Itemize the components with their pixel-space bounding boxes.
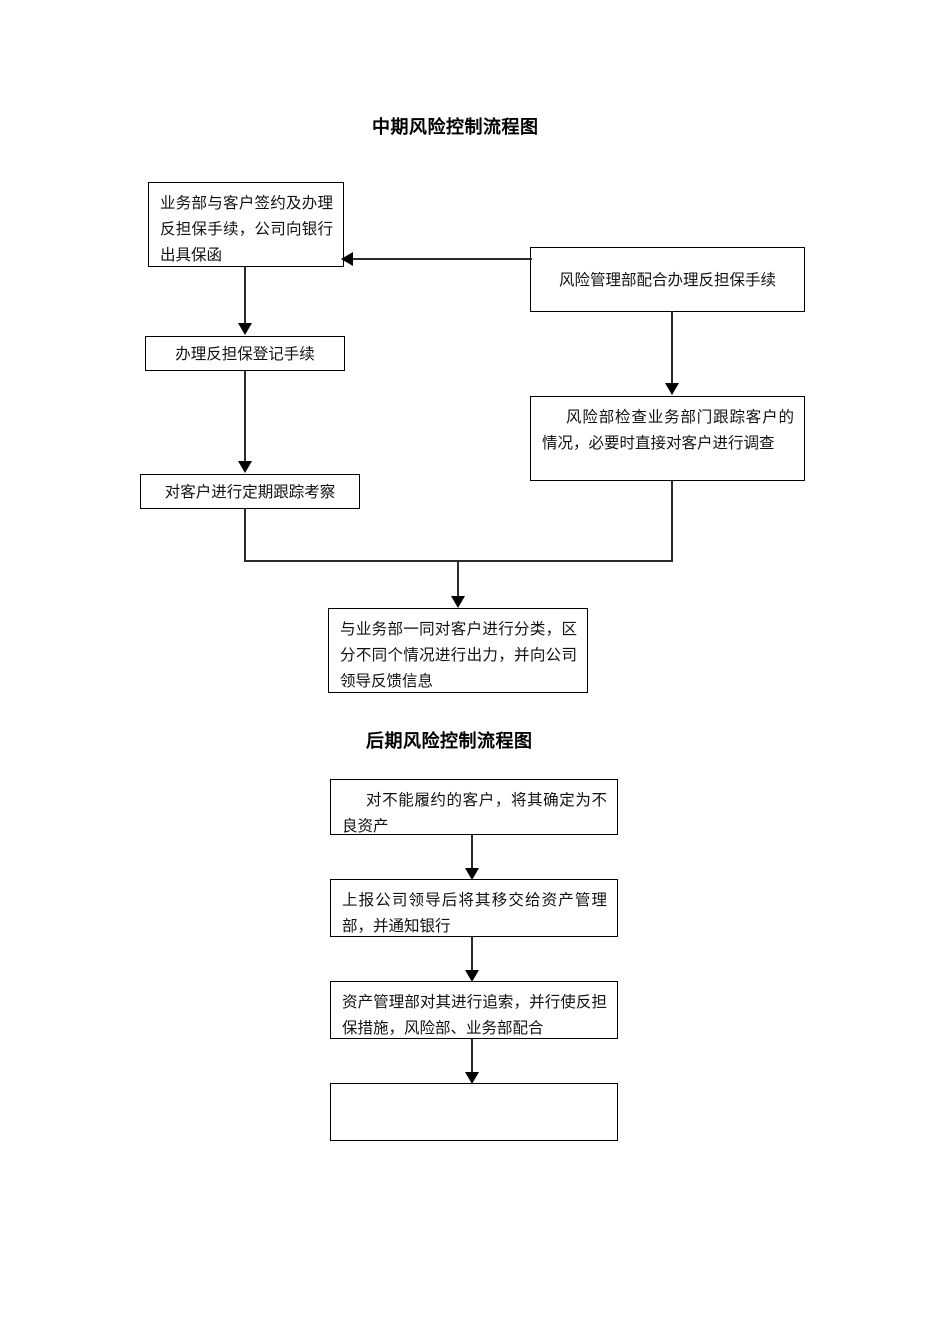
edge-merge-to-m6-line <box>457 560 459 598</box>
edge-l1-to-l2-line <box>471 835 473 870</box>
node-m6-label: 与业务部一同对客户进行分类，区分不同个情况进行出力，并向公司领导反馈信息 <box>340 620 577 690</box>
node-m6: 与业务部一同对客户进行分类，区分不同个情况进行出力，并向公司领导反馈信息 <box>328 608 588 693</box>
node-m3-label: 办理反担保登记手续 <box>175 344 315 363</box>
edge-merge-to-m6-arrowhead <box>451 596 465 608</box>
edge-m2-to-m4-line <box>671 311 673 385</box>
node-m5: 对客户进行定期跟踪考察 <box>140 474 360 509</box>
edge-m4-merge-line <box>671 481 673 562</box>
edge-l3-to-l4-arrowhead <box>465 1072 479 1084</box>
edge-l2-to-l3-line <box>471 937 473 972</box>
edge-m2-to-m1-line <box>352 258 532 260</box>
node-m2-label: 风险管理部配合办理反担保手续 <box>558 270 776 289</box>
node-l1-label: 对不能履约的客户，将其确定为不良资产 <box>342 791 607 835</box>
edge-m2-to-m1-arrowhead <box>341 252 353 266</box>
edge-m5-merge-line <box>244 508 246 562</box>
node-m4: 风险部检查业务部门跟踪客户的情况，必要时直接对客户进行调查 <box>530 396 805 481</box>
node-l3-label: 资产管理部对其进行追索，并行使反担保措施，风险部、业务部配合 <box>342 993 607 1037</box>
edge-l1-to-l2-arrowhead <box>465 868 479 880</box>
edge-l3-to-l4-line <box>471 1039 473 1074</box>
node-m2: 风险管理部配合办理反担保手续 <box>530 247 805 312</box>
node-l2-label: 上报公司领导后将其移交给资产管理部，并通知银行 <box>342 891 607 935</box>
node-m1-label: 业务部与客户签约及办理反担保手续，公司向银行出具保函 <box>160 194 333 264</box>
edge-m2-to-m4-arrowhead <box>665 383 679 395</box>
node-l4 <box>330 1083 618 1141</box>
node-l1: 对不能履约的客户，将其确定为不良资产 <box>330 779 618 835</box>
edge-m1-to-m3-arrowhead <box>238 323 252 335</box>
edge-l2-to-l3-arrowhead <box>465 970 479 982</box>
section-title-late-term: 后期风险控制流程图 <box>366 731 533 752</box>
edge-m3-to-m5-line <box>244 371 246 463</box>
edge-m1-to-m3-line <box>244 267 246 325</box>
edge-m3-to-m5-arrowhead <box>238 461 252 473</box>
node-m3: 办理反担保登记手续 <box>145 336 345 371</box>
node-m1: 业务部与客户签约及办理反担保手续，公司向银行出具保函 <box>148 182 344 267</box>
section-title-mid-term: 中期风险控制流程图 <box>372 117 539 138</box>
node-m4-label: 风险部检查业务部门跟踪客户的情况，必要时直接对客户进行调查 <box>542 408 794 452</box>
node-m5-label: 对客户进行定期跟踪考察 <box>164 482 336 501</box>
node-l2: 上报公司领导后将其移交给资产管理部，并通知银行 <box>330 879 618 937</box>
node-l3: 资产管理部对其进行追索，并行使反担保措施，风险部、业务部配合 <box>330 981 618 1039</box>
